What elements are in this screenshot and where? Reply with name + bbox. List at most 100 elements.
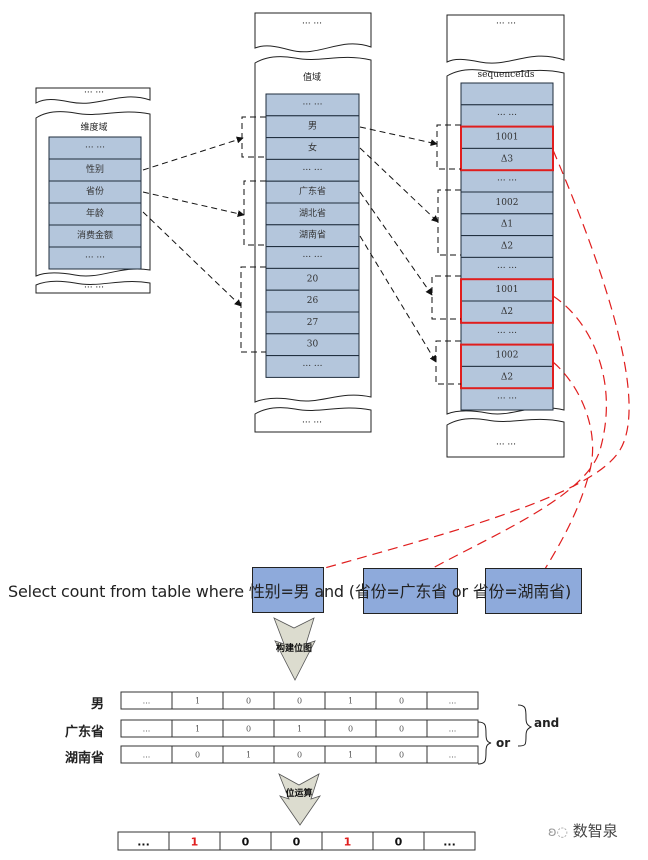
sequence-bottom-ellipsis: ··· ··· (496, 440, 516, 450)
dimension-bottom-ellipsis: ··· ··· (84, 283, 104, 293)
value-cell-text: 湖南省 (299, 229, 326, 241)
bitmap-label-guangdong: 广东省 (64, 725, 104, 740)
bitmap-bit: 0 (399, 751, 404, 760)
connector-female (359, 147, 439, 223)
bitmap-bit: 0 (246, 725, 251, 734)
value-cell-text: ··· ··· (302, 362, 322, 372)
bracket-gender (241, 116, 266, 158)
dimension-to-value-connectors (142, 116, 266, 353)
bitmap-bit: 0 (246, 697, 251, 706)
query-prefix: Select count from table where (8, 582, 249, 601)
bitmap-label-male: 男 (90, 697, 104, 712)
bitmap-bit: ... (143, 725, 151, 734)
value-cell (265, 355, 360, 378)
connector-province (142, 191, 245, 218)
sequence-cell-text: Δ2 (501, 372, 513, 382)
bitmap-bit: 1 (195, 697, 200, 706)
query-cond-hunan: 省份=湖南省 (472, 582, 565, 601)
dimension-bottom-cap (35, 280, 151, 294)
query-suffix: ) (564, 582, 572, 601)
bracket-seq-2 (437, 189, 461, 256)
bitmap-bit: 0 (399, 725, 404, 734)
and-brace (517, 704, 533, 747)
value-cell-text: 26 (307, 296, 319, 306)
bracket-province (243, 180, 266, 246)
dimension-top-ellipsis: ··· ··· (84, 88, 104, 98)
dimension-cell-text: 省份 (86, 185, 104, 197)
bit-operation-label: 位运算 (285, 787, 312, 799)
sequence-bottom-cap (446, 418, 565, 458)
bitmap-bit: ... (449, 697, 457, 706)
build-bitmap-label: 构建位图 (276, 642, 312, 654)
dimension-cell-text: ··· ··· (85, 143, 105, 153)
value-to-sequence-connectors (359, 124, 461, 385)
bracket-seq-1 (436, 124, 461, 170)
value-cell-text: 男 (308, 121, 317, 132)
result-cell (423, 831, 476, 851)
dimension-cell (48, 246, 142, 270)
bracket-seq-4 (435, 340, 461, 385)
result-bit: 0 (242, 836, 250, 849)
sequence-cell-text: 1002 (496, 198, 519, 208)
value-bottom-cap (254, 407, 372, 433)
bitmap-cell (426, 719, 479, 738)
build-bitmap-arrow: 构建位图 (273, 617, 316, 681)
sequence-cell (460, 82, 554, 106)
bit-operation-arrow: 位运算 (278, 773, 322, 826)
bitmap-bit: 1 (348, 697, 353, 706)
dimension-cell-text: 消费金额 (77, 229, 113, 241)
bitmap-bit: 1 (348, 751, 353, 760)
value-top-cap (254, 12, 372, 53)
sequence-cell-text: 1001 (496, 133, 519, 143)
result-bit: 1 (344, 836, 352, 849)
dimension-cell-text: ··· ··· (85, 253, 105, 263)
value-cell-text: 女 (308, 142, 317, 154)
result-bit: ... (137, 836, 150, 849)
query-cond-guangdong: 省份=广东省 (354, 582, 447, 601)
dimension-cell-text: 性别 (86, 163, 104, 175)
bitmap-bit: 0 (297, 751, 302, 760)
sequence-highlight-box (460, 343, 554, 390)
sequence-highlight-box (460, 278, 554, 324)
bitmap-bit: 1 (195, 725, 200, 734)
connector-hunan (359, 235, 437, 363)
connector-age (142, 211, 242, 307)
sequence-cell-text: Δ2 (501, 307, 513, 317)
bracket-age (240, 266, 266, 353)
connector-male (359, 126, 438, 147)
or-label: or (496, 736, 511, 750)
down-arrow-icon (278, 773, 322, 826)
sequence-cell-text: ··· ··· (497, 394, 517, 404)
logic-braces (477, 704, 533, 765)
watermark-text: 数智泉 (572, 822, 618, 840)
bitmap-cell (426, 691, 479, 710)
sequence-highlight-box (460, 125, 554, 172)
dimension-title: 维度域 (80, 121, 107, 133)
red-arrow-male (289, 149, 630, 580)
query-box-gender (252, 567, 324, 613)
watermark: ʚ◌ 数智泉 (548, 820, 618, 841)
query-or: or (447, 582, 473, 601)
query-cond-gender: 性别=男 (248, 582, 310, 601)
sequence-title: sequenceIds (478, 70, 535, 80)
sequence-cell-text: Δ1 (501, 220, 513, 230)
connector-gender (142, 136, 244, 171)
bitmap-bit: ... (143, 751, 151, 760)
wechat-icon: ʚ◌ (548, 825, 568, 840)
and-label: and (534, 716, 560, 730)
result-bit: 0 (293, 836, 301, 849)
connector-guangdong (359, 191, 433, 296)
value-top-ellipsis: ··· ··· (302, 19, 322, 29)
value-cell-text: 27 (307, 318, 319, 328)
sequence-cell-text: 1001 (496, 285, 519, 295)
value-cell-text: ··· ··· (302, 100, 322, 110)
sequence-cell-text: 1002 (496, 351, 519, 361)
sequence-top-cap (446, 14, 565, 64)
value-title: 值域 (303, 71, 321, 83)
query-and: and ( (309, 582, 355, 601)
value-bottom-ellipsis: ··· ··· (302, 418, 322, 428)
